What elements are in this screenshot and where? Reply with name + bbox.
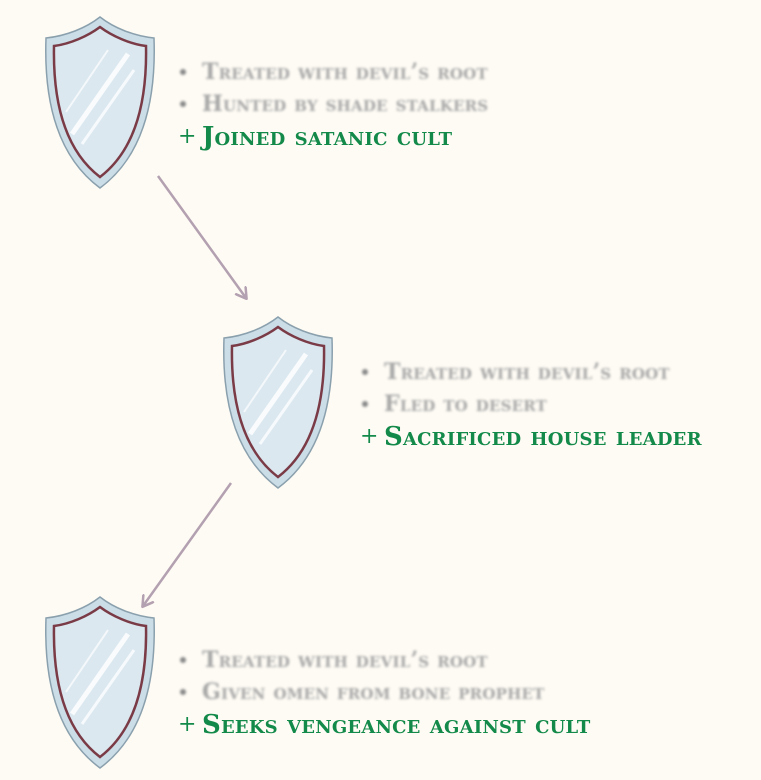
trait-item: Treated with devil’s root: [178, 644, 591, 676]
trait-label: Hunted by shade stalkers: [202, 91, 489, 117]
arrow-2-to-3: [143, 482, 233, 606]
trait-list: Treated with devil’s root Fled to desert…: [360, 356, 702, 454]
plus-marker: +: [178, 712, 197, 737]
added-trait: +Joined satanic cult: [178, 120, 488, 154]
trait-item: Hunted by shade stalkers: [178, 88, 488, 120]
trait-label: Treated with devil’s root: [202, 647, 488, 673]
added-trait: +Seeks vengeance against cult: [178, 708, 591, 742]
trait-item: Treated with devil’s root: [360, 356, 702, 388]
trait-label: Given omen from bone prophet: [202, 679, 545, 705]
trait-item: Treated with devil’s root: [178, 56, 488, 88]
trait-label: Treated with devil’s root: [202, 59, 488, 85]
shield-icon: [223, 316, 333, 489]
added-trait-label: Sacrificed house leader: [384, 422, 702, 452]
trait-item: Fled to desert: [360, 388, 702, 420]
added-trait: +Sacrificed house leader: [360, 420, 702, 454]
added-trait-label: Joined satanic cult: [202, 122, 453, 152]
trait-list: Treated with devil’s root Given omen fro…: [178, 644, 591, 742]
plus-marker: +: [360, 424, 379, 449]
trait-label: Fled to desert: [384, 391, 548, 417]
trait-item: Given omen from bone prophet: [178, 676, 591, 708]
plus-marker: +: [178, 124, 197, 149]
shield-icon: [45, 16, 155, 189]
trait-list: Treated with devil’s root Hunted by shad…: [178, 56, 488, 154]
added-trait-label: Seeks vengeance against cult: [202, 710, 591, 740]
arrow-1-to-2: [156, 175, 246, 298]
shield-icon: [45, 596, 155, 769]
trait-label: Treated with devil’s root: [384, 359, 670, 385]
